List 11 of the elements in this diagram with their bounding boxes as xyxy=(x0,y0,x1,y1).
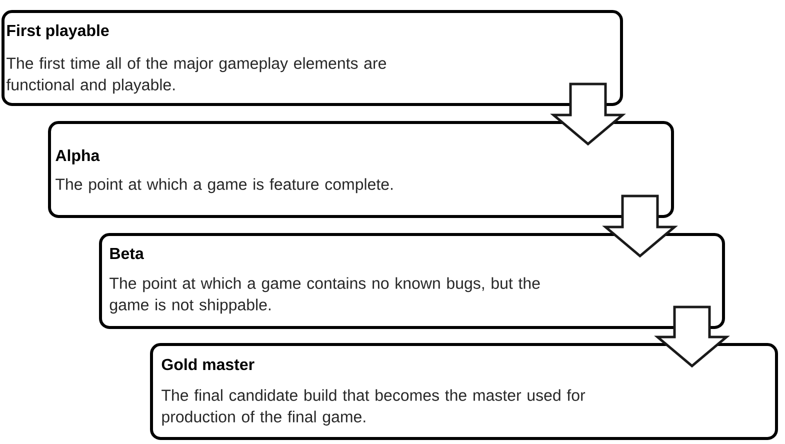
block-arrow xyxy=(654,306,730,368)
stage-heading: Beta xyxy=(110,248,144,260)
stage-heading: Alpha xyxy=(56,149,100,164)
block-arrow xyxy=(550,82,626,146)
stage-heading: Gold master xyxy=(162,358,254,370)
block-arrow xyxy=(602,194,678,258)
stage-description: The final candidate build that becomes the master used for production of the final game. xyxy=(162,389,586,426)
stage-heading: First playable xyxy=(7,24,109,40)
stage-description: The point at which a game contains no known bugs, but the game is not shippable. xyxy=(110,277,540,314)
stage-description: The first time all of the major gameplay elements are functional and playable. xyxy=(6,57,386,94)
stage-description: The point at which a game is feature complete. xyxy=(56,178,393,194)
